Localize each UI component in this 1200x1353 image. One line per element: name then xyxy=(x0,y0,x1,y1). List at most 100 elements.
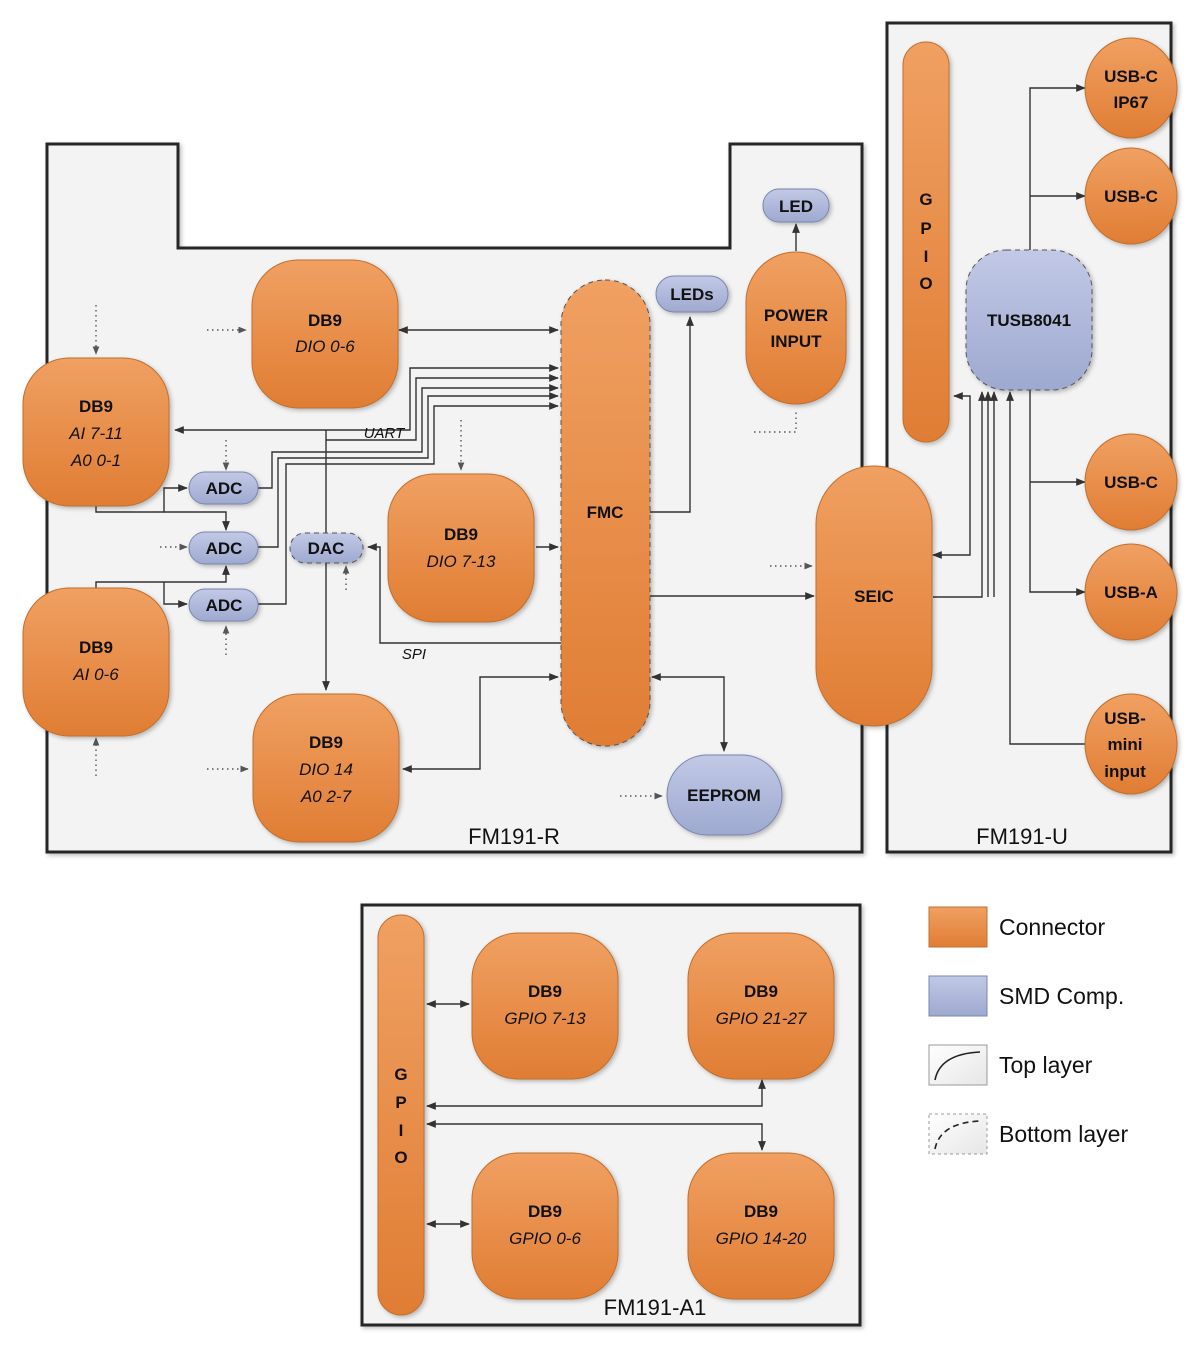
wire-fmc-leds xyxy=(650,316,694,513)
legend-connector: Connector xyxy=(928,906,1105,948)
db9-ai-7-11: DB9 AI 7-11 A0 0-1 xyxy=(22,357,170,507)
spi-bus-label: SPI xyxy=(402,646,426,663)
db9-title: DB9 xyxy=(308,311,342,330)
usb-label-line1: USB-C xyxy=(1104,67,1158,86)
legend: Connector SMD Comp. Top layer Bottom lay… xyxy=(928,906,1128,1155)
eeprom-label: EEPROM xyxy=(687,786,761,805)
gpio-letter: P xyxy=(920,219,931,238)
gpio-letter: G xyxy=(394,1065,407,1084)
tusb-label: TUSB8041 xyxy=(987,311,1071,330)
legend-connector-swatch xyxy=(928,906,988,948)
db9-gpio-14-20: DB9 GPIO 14-20 xyxy=(687,1152,835,1300)
db9-pins: AI 7-11 xyxy=(68,424,123,443)
gpio-letter: P xyxy=(395,1093,406,1112)
db9-pins: DIO 14 xyxy=(299,760,353,779)
wire-adc2-fmc xyxy=(258,392,559,548)
db9-pins: DIO 7-13 xyxy=(427,552,497,571)
fmc-label: FMC xyxy=(587,503,624,522)
legend-connector-label: Connector xyxy=(999,914,1105,940)
usb-label: USB-C xyxy=(1104,187,1158,206)
usb-label: USB-A xyxy=(1104,583,1158,602)
gpio-letter: I xyxy=(924,247,929,266)
legend-top-layer-label: Top layer xyxy=(999,1052,1093,1078)
wire-usbmini-tusb xyxy=(1006,391,1085,745)
db9-pins: DIO 0-6 xyxy=(295,337,355,356)
gpio-letter: G xyxy=(919,190,932,209)
adc-label: ADC xyxy=(206,596,243,615)
db9-dio-14: DB9 DIO 14 A0 2-7 xyxy=(252,693,400,843)
db9-pins: GPIO 0-6 xyxy=(509,1229,581,1248)
wire-adc3-fmc xyxy=(258,402,559,605)
legend-top-layer: Top layer xyxy=(928,1044,1093,1086)
led-label: LED xyxy=(779,197,813,216)
usb-label-line2: mini xyxy=(1108,735,1143,754)
adc-label: ADC xyxy=(206,479,243,498)
legend-bottom-layer-curve xyxy=(934,1120,981,1150)
db9-pins: AI 0-6 xyxy=(72,665,119,684)
power-label-line1: POWER xyxy=(764,306,828,325)
db9-pins: A0 0-1 xyxy=(70,451,121,470)
tusb8041-hub: TUSB8041 xyxy=(965,249,1093,391)
usb-a-port: USB-A xyxy=(1084,543,1178,641)
db9-title: DB9 xyxy=(744,1202,778,1221)
eeprom-component: EEPROM xyxy=(666,754,783,836)
legend-bottom-layer-swatch xyxy=(928,1113,988,1155)
board-label-fm191-a1: FM191-A1 xyxy=(604,1295,707,1320)
led-component: LED xyxy=(762,188,830,223)
legend-bottom-layer-label: Bottom layer xyxy=(999,1121,1128,1147)
db9-pins: GPIO 7-13 xyxy=(504,1009,586,1028)
legend-smd: SMD Comp. xyxy=(928,975,1124,1017)
db9-pins: GPIO 21-27 xyxy=(716,1009,807,1028)
dac-label: DAC xyxy=(308,539,345,558)
db9-title: DB9 xyxy=(79,397,113,416)
wire-tusb-usba xyxy=(1029,390,1086,596)
dac-component: DAC xyxy=(289,532,364,564)
db9-gpio-0-6: DB9 GPIO 0-6 xyxy=(471,1152,619,1300)
power-input-connector: POWER INPUT xyxy=(745,251,847,405)
wire-gpio-gpio1420 xyxy=(426,1120,766,1151)
board-label-fm191-r: FM191-R xyxy=(468,824,560,849)
db9-dio-7-13: DB9 DIO 7-13 xyxy=(387,473,535,623)
leds-component: LEDs xyxy=(655,275,729,313)
adc-3: ADC xyxy=(188,588,259,622)
db9-gpio-21-27: DB9 GPIO 21-27 xyxy=(687,932,835,1080)
wire-gpio-gpio2127 xyxy=(426,1079,766,1110)
wire-dio14-fmc xyxy=(402,673,559,773)
db9-title: DB9 xyxy=(528,1202,562,1221)
seic-label: SEIC xyxy=(854,587,894,606)
gpio-header-a1: G P I O xyxy=(377,914,425,1316)
gpio-letter: I xyxy=(399,1121,404,1140)
db9-title: DB9 xyxy=(444,525,478,544)
db9-dio-0-6: DB9 DIO 0-6 xyxy=(251,259,399,409)
seic-connector: SEIC xyxy=(815,465,933,727)
leds-label: LEDs xyxy=(670,285,713,304)
wire-seic-tusb-1 xyxy=(933,391,986,598)
db9-ai-0-6: DB9 AI 0-6 xyxy=(22,587,170,737)
legend-smd-swatch xyxy=(928,975,988,1017)
wire-spi-dac xyxy=(367,543,561,644)
db9-pins: GPIO 14-20 xyxy=(716,1229,807,1248)
usb-label: USB-C xyxy=(1104,473,1158,492)
connections xyxy=(92,84,1086,1228)
db9-title: DB9 xyxy=(744,982,778,1001)
usb-label-line1: USB- xyxy=(1104,709,1146,728)
db9-gpio-7-13: DB9 GPIO 7-13 xyxy=(471,932,619,1080)
gpio-header-u: G P I O xyxy=(902,41,950,443)
db9-pins: A0 2-7 xyxy=(300,787,352,806)
board-label-fm191-u: FM191-U xyxy=(976,824,1068,849)
wire-uart-ai711 xyxy=(175,368,558,430)
usb-label-line2: IP67 xyxy=(1114,93,1149,112)
usb-mini-input-port: USB- mini input xyxy=(1084,693,1178,795)
db9-title: DB9 xyxy=(309,733,343,752)
legend-top-layer-curve xyxy=(934,1051,981,1081)
uart-bus-label: UART xyxy=(364,425,406,442)
legend-top-layer-swatch xyxy=(928,1044,988,1086)
wire-uart-2 xyxy=(326,374,559,441)
adc-label: ADC xyxy=(206,539,243,558)
wire-fmc-eeprom xyxy=(651,673,728,752)
legend-smd-label: SMD Comp. xyxy=(999,983,1124,1009)
usb-c-port-1: USB-C xyxy=(1084,147,1178,245)
db9-title: DB9 xyxy=(528,982,562,1001)
adc-1: ADC xyxy=(188,471,259,505)
